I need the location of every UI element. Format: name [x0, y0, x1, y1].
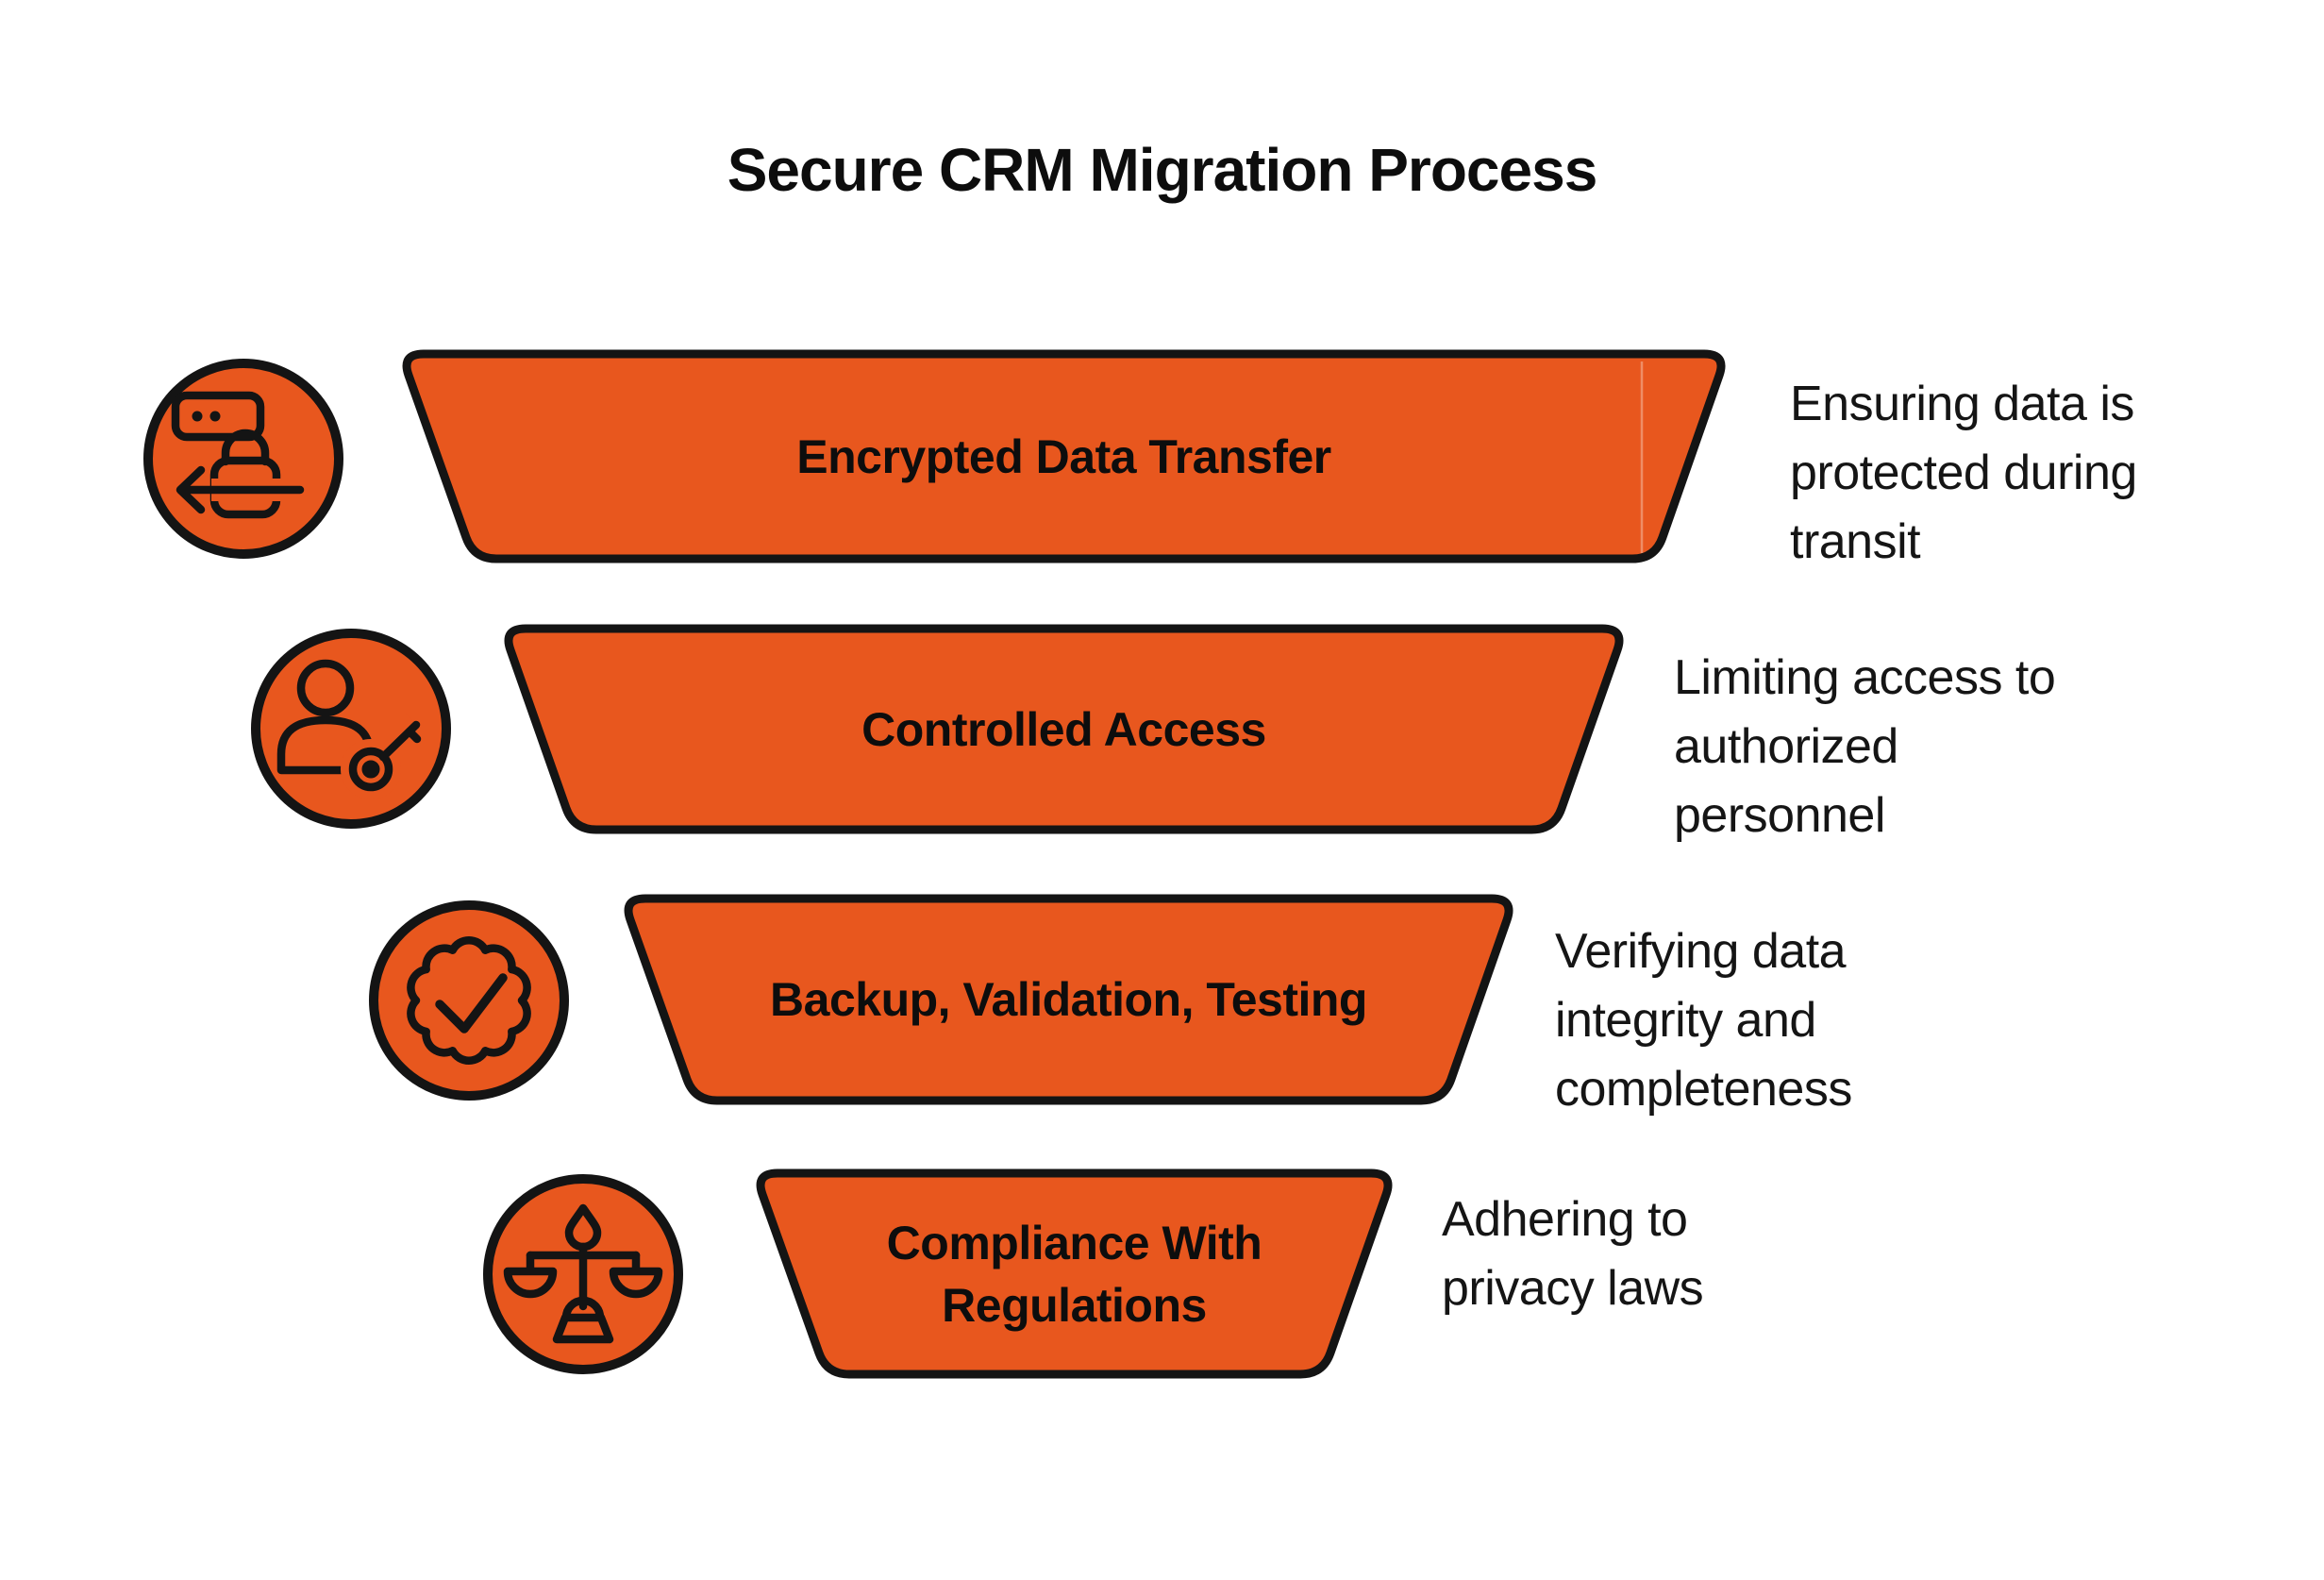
stage-4-funnel-segment	[756, 1168, 1393, 1379]
stage-4-label: Compliance With Regulations	[886, 1216, 1262, 1332]
stage-1-description: Ensuring data is protected during transi…	[1790, 377, 2137, 569]
stage-1-funnel-segment	[402, 349, 1726, 563]
scales-icon	[483, 1174, 683, 1374]
stage-1-label: Encrypted Data Transfer	[796, 429, 1331, 483]
stage-2-label: Controlled Access	[861, 702, 1266, 756]
stage-4-description: Adhering to privacy laws	[1442, 1192, 1704, 1316]
password-lock-transfer-icon	[143, 359, 343, 559]
user-key-icon	[251, 629, 451, 829]
stage-3-description: Verifying data integrity and completenes…	[1555, 924, 1852, 1117]
stage-3-label: Backup, Validation, Testing	[770, 973, 1367, 1026]
stage-2-funnel-segment	[504, 624, 1624, 834]
badge-check-icon	[369, 900, 569, 1101]
page-title: Secure CRM Migration Process	[727, 136, 1598, 204]
stage-3-icon-circle	[369, 900, 569, 1101]
stage-2-description: Limiting access to authorized personnel	[1674, 650, 2056, 843]
stage-3-funnel-segment	[624, 894, 1513, 1105]
